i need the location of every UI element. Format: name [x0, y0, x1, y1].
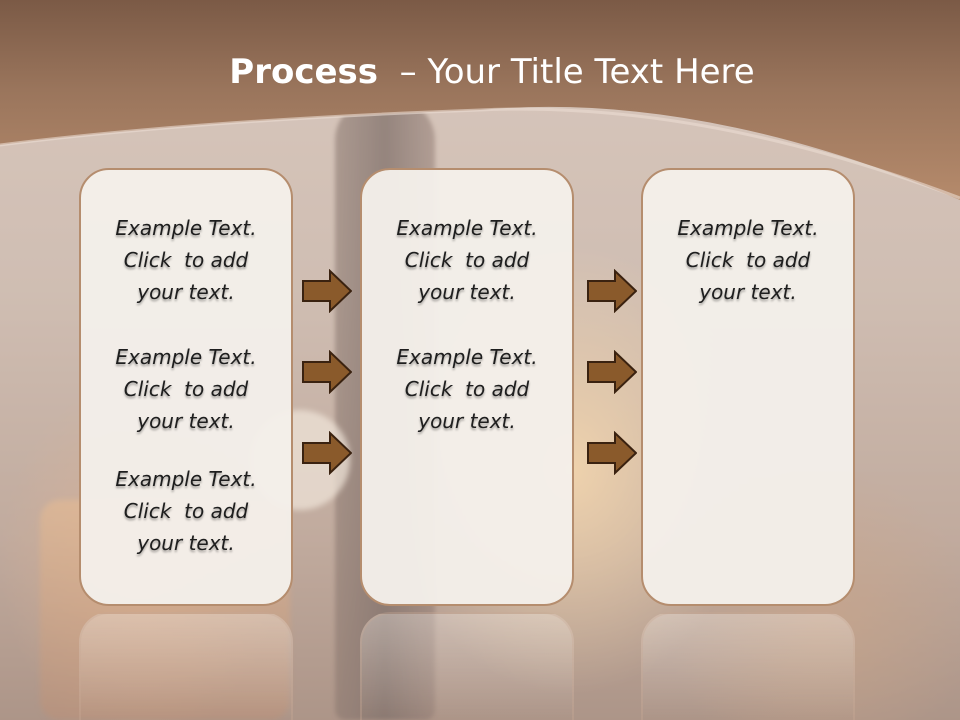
right-arrow-icon[interactable]	[587, 431, 637, 475]
text-line: your text.	[137, 409, 235, 433]
card-reflection	[360, 612, 574, 720]
card-reflection	[641, 612, 855, 720]
text-line: your text.	[137, 280, 235, 304]
text-placeholder[interactable]: Example Text. Click to add your text.	[81, 341, 291, 437]
process-card-2[interactable]: Example Text. Click to add your text. Exam…	[360, 168, 574, 606]
text-line: Click to add	[123, 248, 249, 272]
text-line: Example Text.	[677, 216, 819, 240]
title-bold: Process	[229, 52, 379, 92]
text-placeholder[interactable]: Example Text. Click to add your text.	[362, 341, 572, 437]
text-placeholder[interactable]: Example Text. Click to add your text.	[643, 212, 853, 308]
text-line: Click to add	[404, 377, 530, 401]
text-line: your text.	[418, 280, 516, 304]
text-line: Click to add	[123, 377, 249, 401]
text-placeholder[interactable]: Example Text. Click to add your text.	[81, 212, 291, 308]
text-line: Example Text.	[115, 345, 257, 369]
text-line: your text.	[699, 280, 797, 304]
card-reflection	[79, 612, 293, 720]
process-card-3[interactable]: Example Text. Click to add your text.	[641, 168, 855, 606]
process-card-1[interactable]: Example Text. Click to add your text. Exam…	[79, 168, 293, 606]
right-arrow-icon[interactable]	[587, 350, 637, 394]
text-line: Click to add	[685, 248, 811, 272]
text-line: Example Text.	[115, 216, 257, 240]
text-line: your text.	[137, 531, 235, 555]
right-arrow-icon[interactable]	[302, 269, 352, 313]
text-line: Example Text.	[396, 216, 538, 240]
text-line: Example Text.	[115, 467, 257, 491]
text-placeholder[interactable]: Example Text. Click to add your text.	[362, 212, 572, 308]
right-arrow-icon[interactable]	[302, 431, 352, 475]
title-rest: – Your Title Text Here	[378, 52, 755, 92]
text-line: Example Text.	[396, 345, 538, 369]
text-line: your text.	[418, 409, 516, 433]
text-placeholder[interactable]: Example Text. Click to add your text.	[81, 463, 291, 559]
text-line: Click to add	[404, 248, 530, 272]
right-arrow-icon[interactable]	[302, 350, 352, 394]
right-arrow-icon[interactable]	[587, 269, 637, 313]
slide-title[interactable]: Process – Your Title Text Here	[0, 52, 960, 92]
text-line: Click to add	[123, 499, 249, 523]
